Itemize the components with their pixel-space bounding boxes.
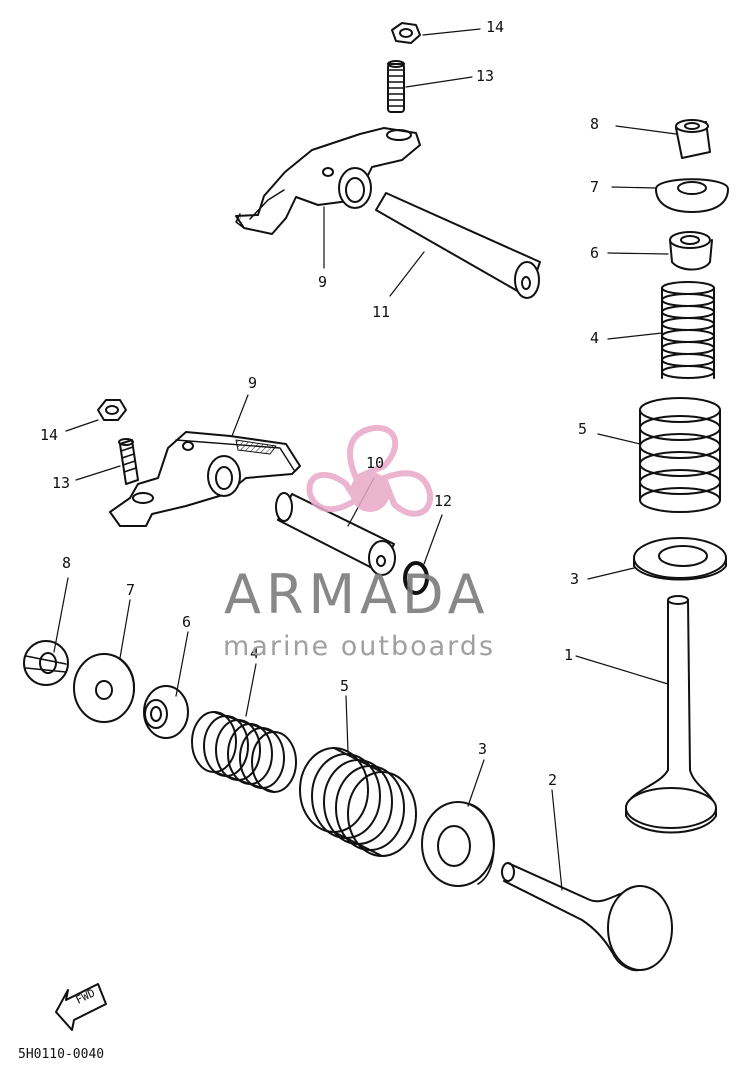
callout-14-left: 14 [40,426,59,444]
callout-6-left: 6 [182,613,192,631]
spring-4-right [661,281,715,379]
callout-4-left: 4 [250,644,260,662]
cotter-8-left [23,640,69,686]
watermark-brand-name: ARMADA [224,563,490,626]
callout-8-right: 8 [590,115,600,133]
callout-13-left: 13 [52,474,71,492]
callout-14-top: 14 [486,18,505,36]
spring-5-left [299,747,417,857]
retainer-7-right [655,178,729,213]
nut-14-top [391,22,421,44]
exhaust-valve-1 [625,595,717,834]
watermark-tagline: marine outboards [223,631,496,662]
rocker-arm-9-mid [109,431,301,527]
spring-4-left [191,711,297,793]
callout-12: 12 [434,492,453,510]
propeller-logo-icon [306,424,434,517]
rocker-shaft-10 [275,492,396,576]
part-code: 5H0110-0040 [18,1047,105,1062]
callout-13-top: 13 [476,67,495,85]
leader-lines [53,28,677,891]
nut-14-left [97,399,127,421]
callout-7-right: 7 [590,178,600,196]
intake-valve-2 [501,862,673,972]
rocker-shaft-11 [375,192,541,299]
retainer-7-left [73,653,135,723]
adjust-screw-13-top [387,60,405,113]
callout-5-left: 5 [340,677,350,695]
callout-10: 10 [366,454,385,472]
spring-seat-6-left [143,685,189,739]
callout-9-top: 9 [318,273,328,291]
spring-5-right [639,397,721,513]
callout-9-mid: 9 [248,374,258,392]
callout-4-right: 4 [590,329,600,347]
callout-8-left: 8 [62,554,72,572]
washer-3-right [633,537,727,581]
callout-7-left: 7 [126,581,136,599]
spring-seat-6-right [669,231,713,271]
o-ring-12 [403,561,429,595]
callout-6-right: 6 [590,244,600,262]
washer-3-left [421,801,495,887]
callout-5-right: 5 [578,420,588,438]
callout-11: 11 [372,303,391,321]
callout-3-left: 3 [478,740,488,758]
callout-3-right: 3 [570,570,580,588]
adjust-screw-13-left [118,438,139,485]
cotter-8-right [675,119,711,159]
callout-2: 2 [548,771,558,789]
rocker-arm-9-top [235,127,421,235]
fwd-arrow-icon [55,983,107,1031]
callout-1: 1 [564,646,574,664]
